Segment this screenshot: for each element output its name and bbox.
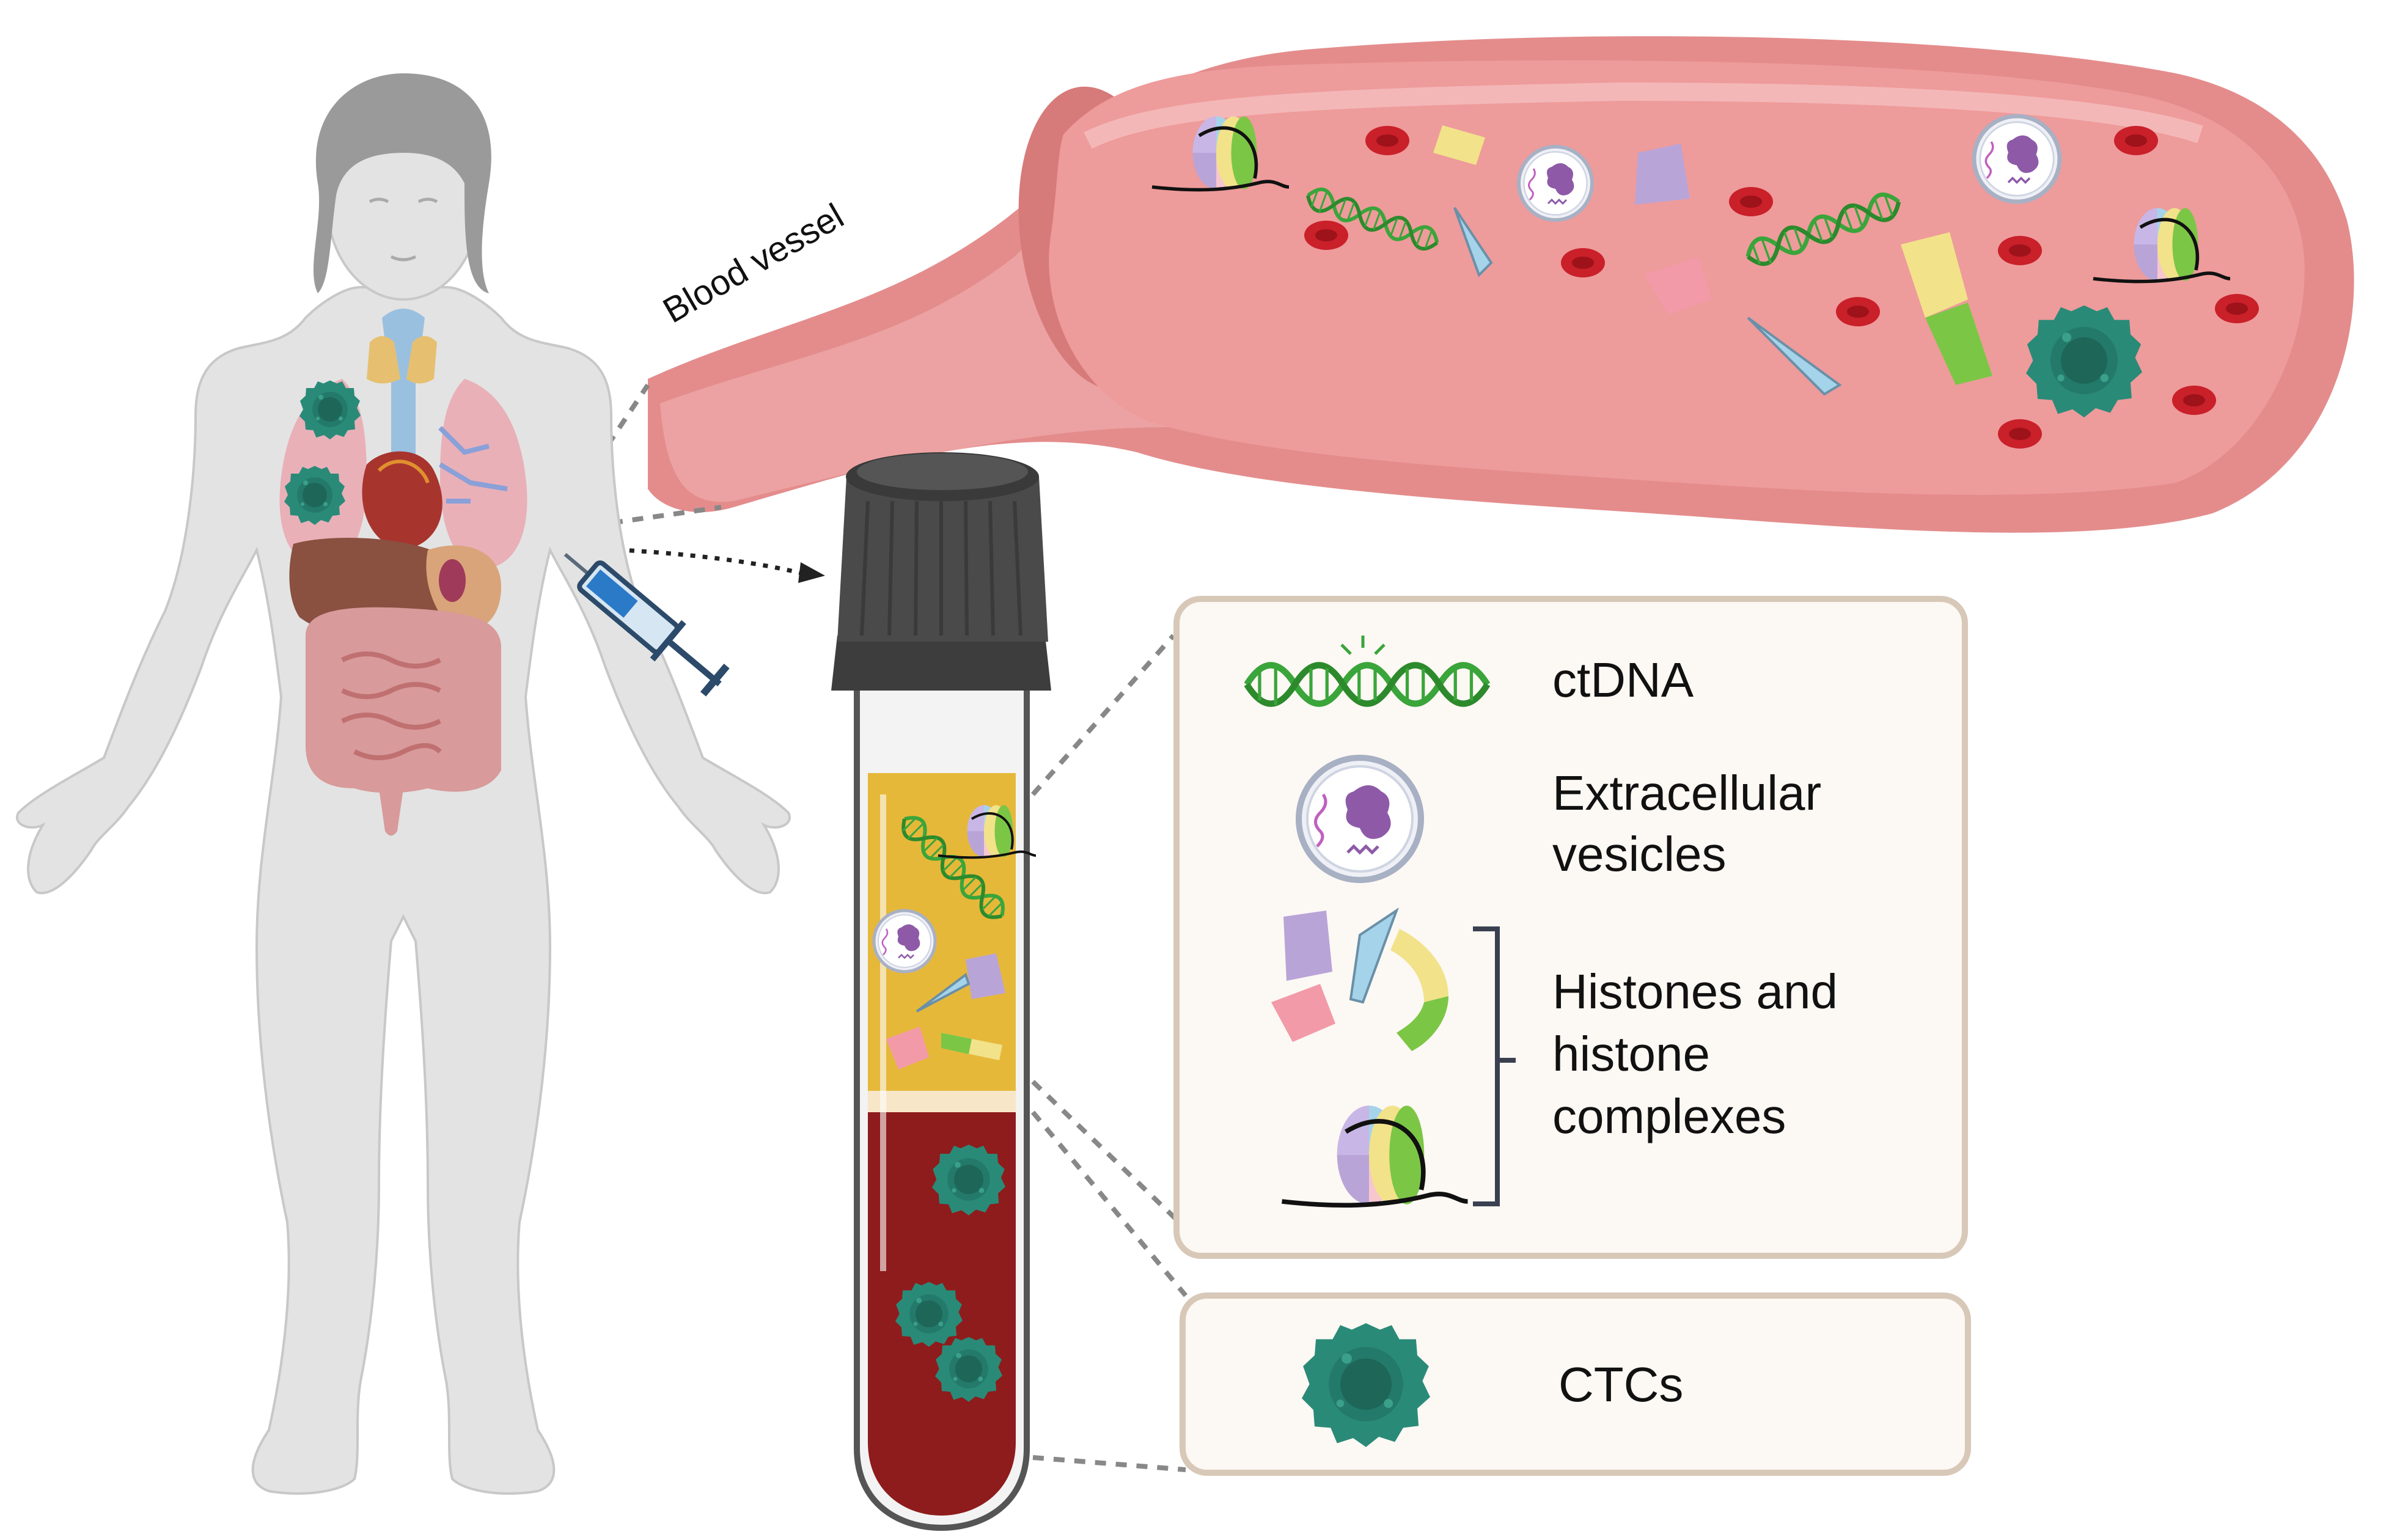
- legend-histone-label-line1: Histones and: [1552, 964, 1838, 1019]
- red-blood-cell-icon: [1729, 187, 1773, 216]
- histone-fragment-icon: [1925, 302, 1992, 385]
- extracellular-vesicle-icon: [1519, 147, 1592, 220]
- legend-histone-label-line3: complexes: [1552, 1089, 1786, 1143]
- tube-contents: [874, 804, 1037, 1402]
- bracket-icon: [1473, 926, 1516, 1206]
- legend-ev-label-line2: vesicles: [1552, 827, 1727, 881]
- legend-ctdna-label: ctDNA: [1552, 653, 1694, 707]
- red-blood-cell-icon: [2215, 294, 2259, 323]
- red-blood-cell-icon: [1561, 248, 1605, 277]
- extracellular-vesicle-icon: [1299, 758, 1421, 880]
- red-blood-cell-icon: [1998, 236, 2042, 265]
- histone-fragments-icon: [1271, 907, 1448, 1051]
- legend-histone-label-line2: histone: [1552, 1027, 1710, 1081]
- histone-fragment-icon: [1433, 125, 1485, 165]
- red-blood-cell-icon: [1304, 221, 1348, 250]
- histone-fragment-icon: [1747, 317, 1842, 396]
- arrow-to-tube: [556, 544, 807, 577]
- legend-ctc-label: CTCs: [1558, 1357, 1683, 1412]
- red-blood-cell-icon: [1365, 126, 1409, 155]
- histone-fragment-icon: [1453, 207, 1493, 277]
- red-blood-cell-icon: [1998, 419, 2042, 449]
- vessel-label: Blood vessel: [656, 196, 850, 331]
- legend-ev-label-line1: Extracellular: [1552, 766, 1821, 820]
- histone-fragment-icon: [1644, 257, 1711, 315]
- red-blood-cell-icon: [2114, 126, 2158, 155]
- syringe-icon: [563, 552, 730, 697]
- legend-panel-main: ctDNA Extracellular vesicles Histones an…: [1173, 596, 1968, 1259]
- extracellular-vesicle-icon: [874, 911, 935, 972]
- legend-panel-ctc: CTCs: [1180, 1292, 1971, 1476]
- histone-fragment-icon: [1901, 232, 1968, 318]
- extracellular-vesicle-icon: [1974, 116, 2060, 202]
- histone-fragment-icon: [1635, 144, 1690, 205]
- arrowhead-icon: [798, 562, 825, 583]
- red-blood-cell-icon: [2172, 386, 2216, 415]
- vessel-contents: [1152, 116, 2259, 449]
- red-blood-cell-icon: [1836, 297, 1880, 326]
